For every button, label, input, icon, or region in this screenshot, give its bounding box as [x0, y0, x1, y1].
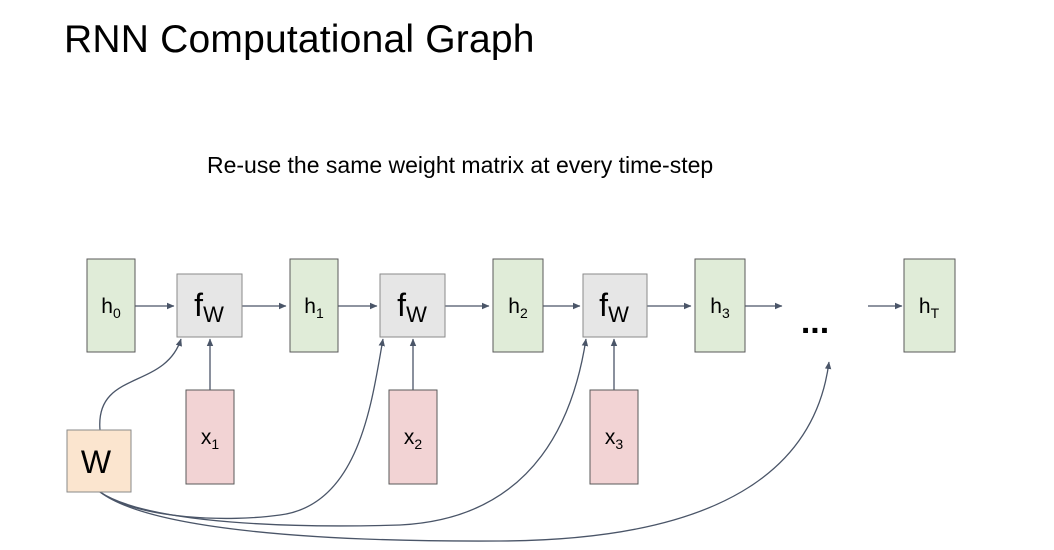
hidden-state-box: [289, 258, 339, 353]
hidden-state-h0: h0: [86, 258, 136, 353]
input-node-x3: x3: [589, 389, 639, 485]
weight-node: W: [66, 429, 132, 493]
function-node-2: fW: [379, 273, 446, 338]
hidden-state-box: [694, 258, 746, 353]
edge-w-ellipsis: [99, 361, 832, 542]
hidden-state-h2: h2: [492, 258, 544, 353]
hidden-state-box: [492, 258, 544, 353]
input-box: [185, 389, 235, 485]
input-box: [388, 389, 438, 485]
edge-w-f2: [99, 338, 385, 520]
function-box: [582, 273, 648, 338]
function-label: fW: [194, 287, 224, 327]
hidden-state-label: hT: [919, 295, 940, 321]
input-label: x2: [404, 426, 423, 452]
hidden-state-h3: h3: [694, 258, 746, 353]
hidden-state-hT: hT: [903, 258, 956, 353]
function-node-1: fW: [176, 273, 243, 338]
function-box: [176, 273, 243, 338]
hidden-state-label: h2: [508, 295, 528, 321]
input-label: x3: [605, 426, 624, 452]
hidden-state-box: [86, 258, 136, 353]
page-title: RNN Computational Graph: [64, 18, 535, 61]
function-box: [379, 273, 446, 338]
edges: [99, 302, 903, 542]
hidden-state-label: h0: [101, 295, 121, 321]
input-box: [589, 389, 639, 485]
hidden-state-h1: h1: [289, 258, 339, 353]
diagram-subtitle: Re-use the same weight matrix at every t…: [207, 152, 714, 178]
weight-box: [66, 429, 132, 493]
hidden-state-label: h1: [304, 295, 324, 321]
input-node-x1: x1: [185, 389, 235, 485]
weight-label: W: [81, 444, 112, 480]
edge-w-f1: [99, 338, 182, 431]
input-label: x1: [201, 426, 220, 452]
function-label: fW: [397, 287, 427, 327]
edge-w-f3: [99, 338, 589, 527]
function-node-3: fW: [582, 273, 648, 338]
function-label: fW: [599, 287, 629, 327]
hidden-state-box: [903, 258, 956, 353]
hidden-state-label: h3: [710, 295, 730, 321]
input-node-x2: x2: [388, 389, 438, 485]
ellipsis: ...: [801, 303, 829, 341]
